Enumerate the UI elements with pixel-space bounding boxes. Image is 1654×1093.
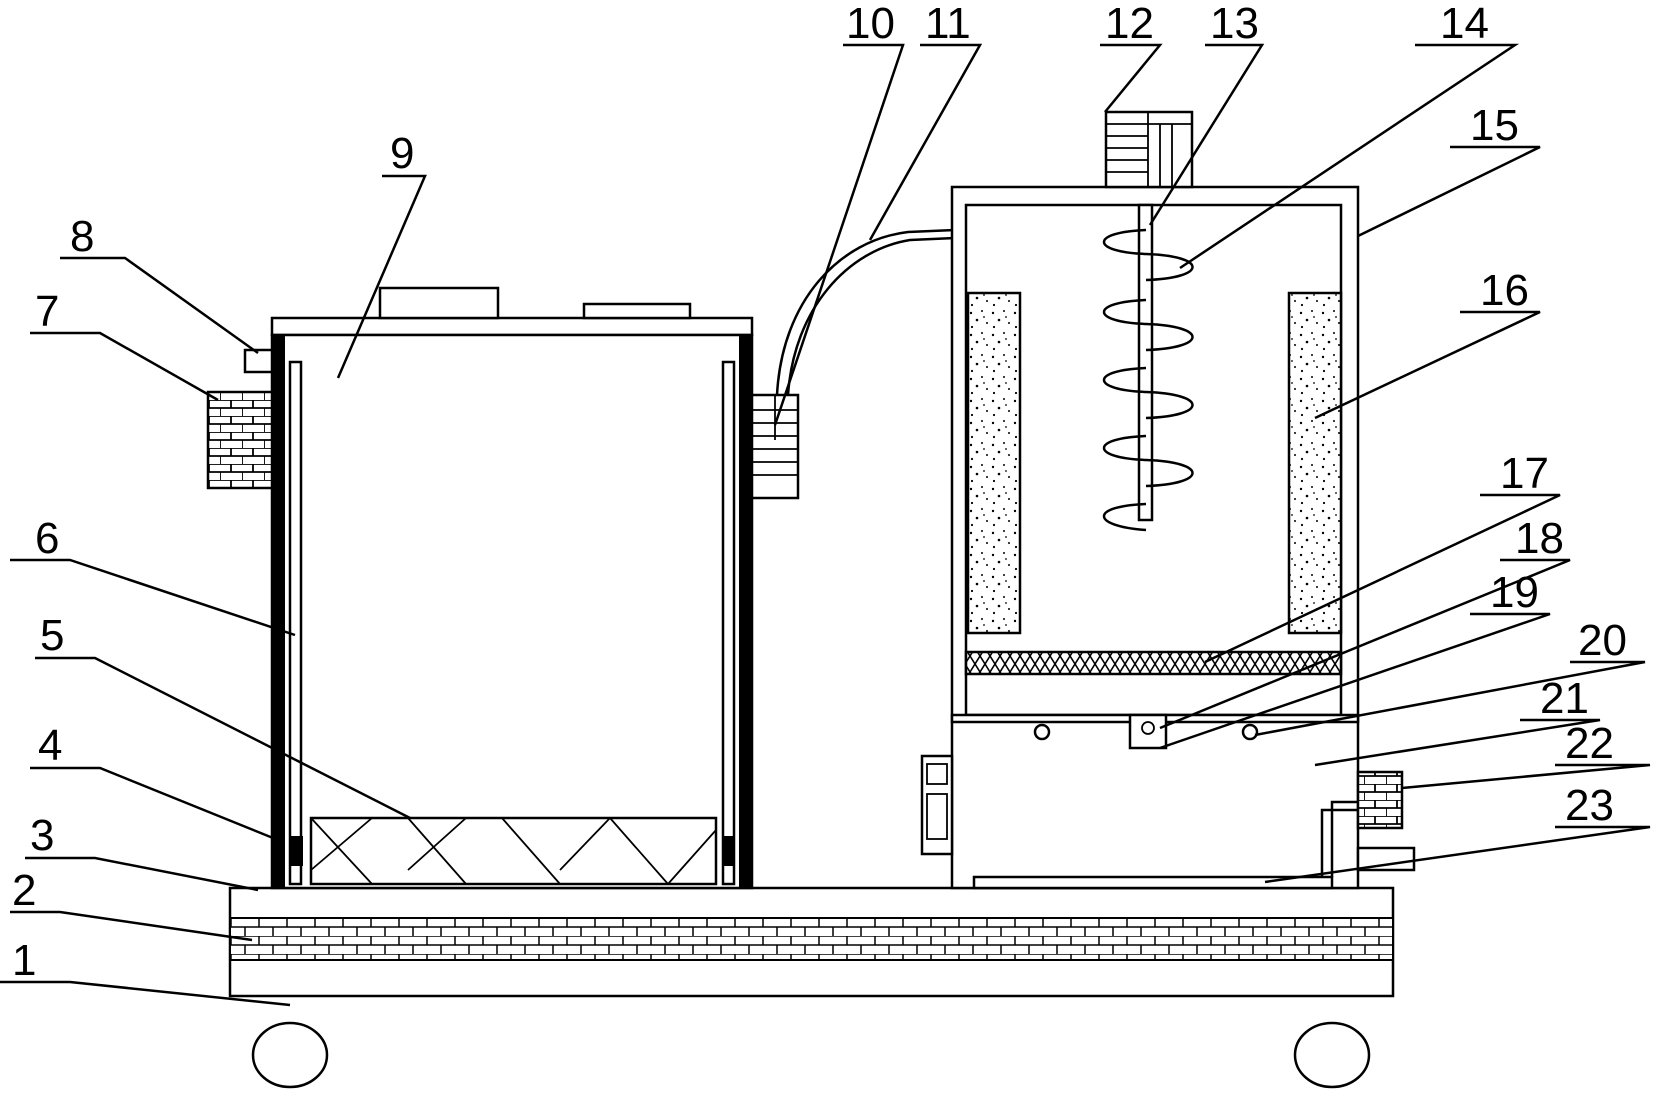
leader-19 bbox=[1159, 612, 1551, 750]
right-tank bbox=[920, 110, 1416, 890]
wheel-left bbox=[251, 1021, 329, 1089]
part-labels: 1 2 3 4 5 6 7 8 9 10 11 12 13 14 15 16 1… bbox=[12, 0, 1627, 985]
leader-7 bbox=[30, 331, 219, 402]
leader-16 bbox=[1314, 310, 1541, 420]
wheel-right bbox=[1293, 1021, 1371, 1089]
label-10: 10 bbox=[846, 0, 895, 48]
outlet-pipe-inner bbox=[1320, 808, 1360, 877]
label-2: 2 bbox=[12, 866, 36, 915]
label-14: 14 bbox=[1440, 0, 1489, 48]
label-22: 22 bbox=[1565, 719, 1614, 768]
leader-10 bbox=[773, 43, 905, 426]
insulation-wall-left bbox=[272, 335, 285, 888]
label-6: 6 bbox=[35, 514, 59, 563]
side-heater-7 bbox=[206, 390, 274, 490]
lid-knob-2 bbox=[582, 302, 692, 320]
label-17: 17 bbox=[1500, 449, 1549, 498]
pipe-11-inner bbox=[786, 236, 956, 396]
leader-12 bbox=[1100, 43, 1163, 113]
label-12: 12 bbox=[1105, 0, 1154, 48]
side-unit-22 bbox=[1356, 770, 1404, 830]
label-9: 9 bbox=[390, 129, 414, 178]
leader-15 bbox=[1357, 145, 1541, 238]
guide-rail-right bbox=[721, 360, 736, 886]
slider-right bbox=[722, 836, 734, 866]
label-21: 21 bbox=[1540, 674, 1589, 723]
leader-17 bbox=[1204, 493, 1561, 664]
label-7: 7 bbox=[35, 287, 59, 336]
leader-lines bbox=[0, 43, 1651, 1007]
left-tank-body bbox=[270, 333, 754, 890]
base-brick-band bbox=[229, 917, 1394, 961]
label-1: 1 bbox=[12, 936, 36, 985]
filter-screen-17 bbox=[964, 650, 1343, 676]
label-18: 18 bbox=[1515, 514, 1564, 563]
leader-23 bbox=[1264, 825, 1651, 884]
label-3: 3 bbox=[30, 811, 54, 860]
base-frame bbox=[228, 886, 1395, 1089]
label-11: 11 bbox=[925, 0, 971, 48]
left-tank bbox=[270, 286, 754, 890]
leader-8 bbox=[60, 256, 259, 355]
label-20: 20 bbox=[1578, 616, 1627, 665]
guide-rail-left bbox=[288, 360, 303, 886]
stir-shaft-13 bbox=[1137, 203, 1154, 522]
valve-19 bbox=[1128, 713, 1168, 750]
bottom-plate-23 bbox=[972, 875, 1334, 890]
leader-6 bbox=[10, 558, 296, 637]
nozzle-right bbox=[1241, 723, 1259, 741]
label-23: 23 bbox=[1565, 781, 1614, 830]
leader-4 bbox=[30, 766, 279, 842]
filter-column-right bbox=[1287, 291, 1343, 635]
outlet-pipe bbox=[1330, 800, 1360, 877]
label-19: 19 bbox=[1490, 568, 1539, 617]
label-13: 13 bbox=[1210, 0, 1259, 48]
label-15: 15 bbox=[1470, 101, 1519, 150]
sensor-8 bbox=[243, 348, 274, 374]
heating-block bbox=[309, 816, 718, 886]
leader-3 bbox=[25, 856, 259, 892]
label-5: 5 bbox=[40, 611, 64, 660]
leader-21 bbox=[1314, 718, 1601, 767]
motor-12 bbox=[1104, 110, 1194, 189]
leader-14 bbox=[1179, 43, 1520, 270]
filter-column-left bbox=[966, 291, 1022, 635]
pump-10 bbox=[750, 393, 800, 500]
nozzle-left bbox=[1033, 723, 1051, 741]
leader-2 bbox=[10, 910, 253, 942]
insulation-wall-right bbox=[739, 335, 752, 888]
leader-13 bbox=[1148, 43, 1265, 226]
control-box bbox=[920, 754, 954, 856]
label-8: 8 bbox=[70, 212, 94, 261]
leader-20 bbox=[1254, 660, 1646, 737]
leader-11 bbox=[868, 43, 983, 241]
leader-22 bbox=[1401, 763, 1651, 790]
label-16: 16 bbox=[1480, 266, 1529, 315]
helix-14 bbox=[1102, 228, 1194, 532]
pipe-11 bbox=[775, 228, 956, 396]
lid-knob-1 bbox=[378, 286, 500, 320]
leader-18 bbox=[1159, 558, 1571, 730]
slider-left bbox=[291, 836, 303, 866]
leader-9 bbox=[336, 174, 427, 379]
valve-knob-18 bbox=[1141, 721, 1155, 735]
left-tank-lid bbox=[270, 316, 754, 337]
drain-spout bbox=[1356, 846, 1416, 872]
leader-1 bbox=[0, 980, 291, 1007]
label-4: 4 bbox=[38, 721, 62, 770]
leader-5 bbox=[35, 656, 411, 820]
